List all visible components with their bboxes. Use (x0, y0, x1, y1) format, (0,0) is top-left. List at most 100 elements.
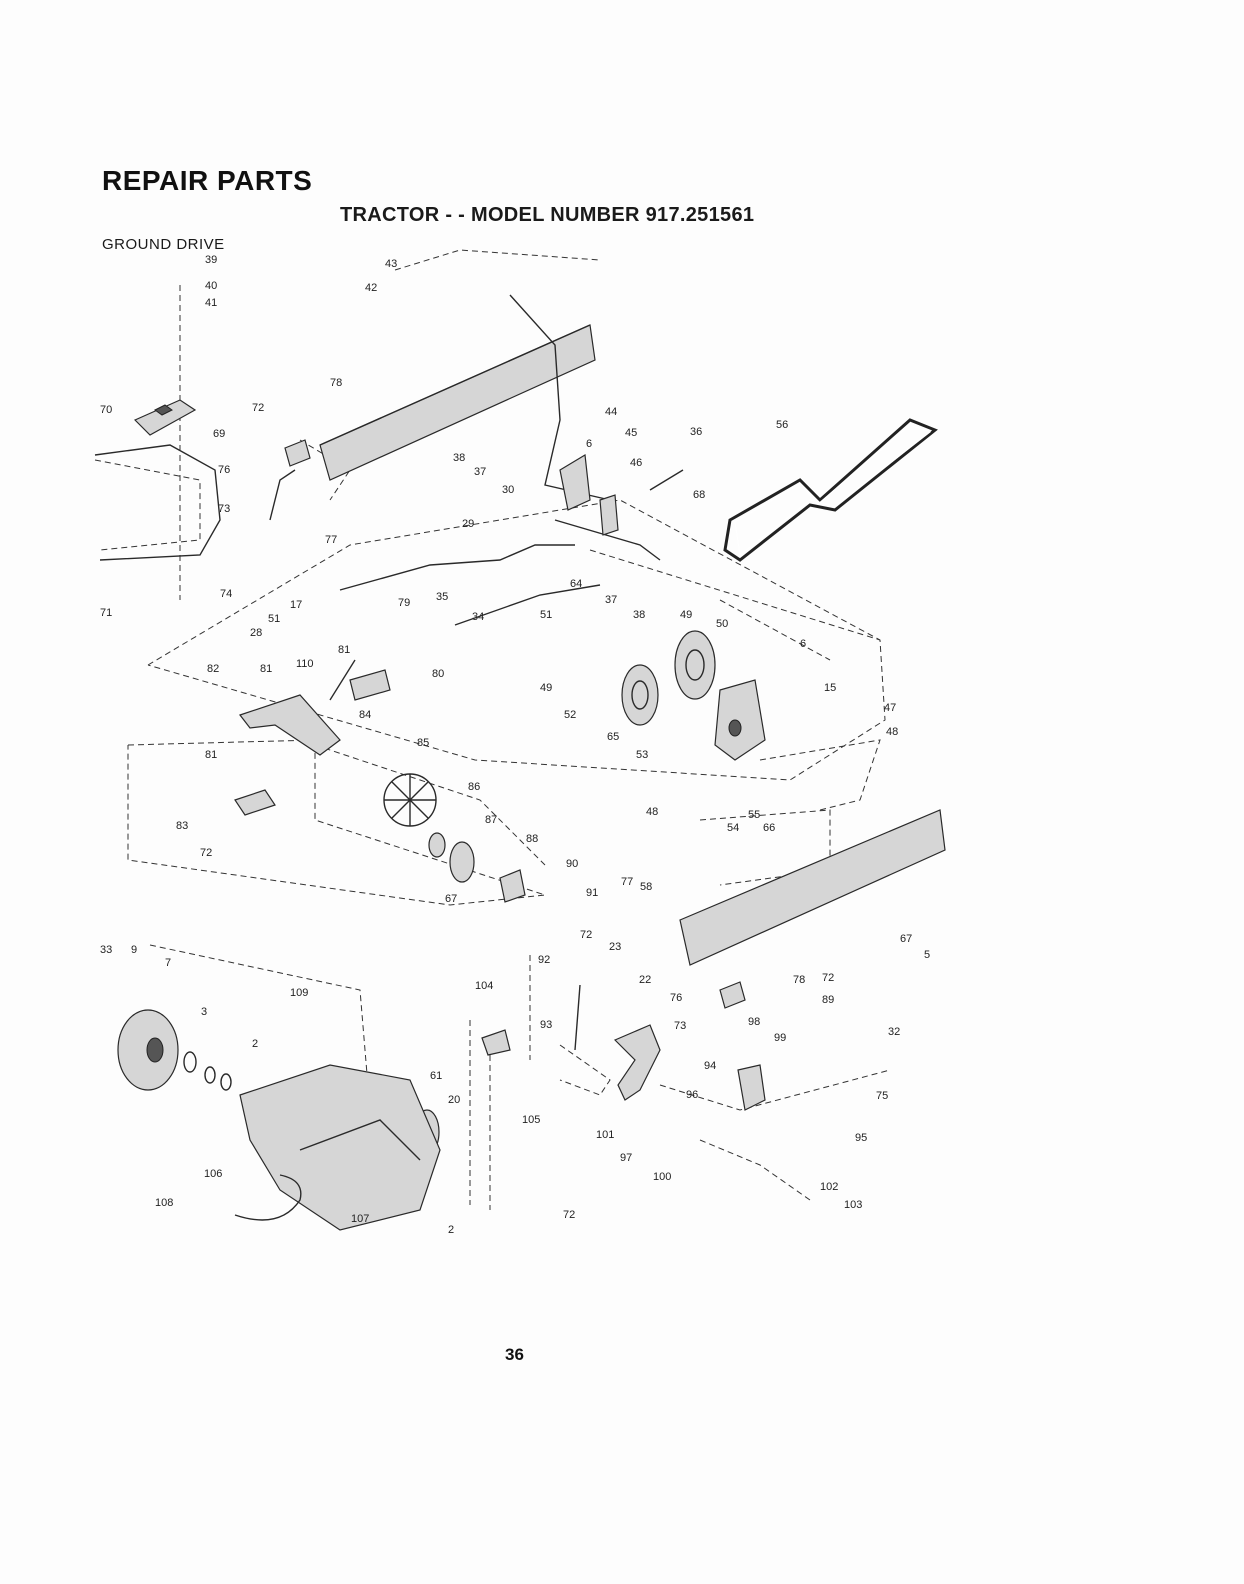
callout-72: 72 (200, 847, 212, 859)
callout-105: 105 (522, 1114, 540, 1126)
bracket-83 (234, 789, 276, 816)
callout-2: 2 (252, 1038, 258, 1050)
lever-82 (239, 694, 341, 756)
callout-80: 80 (432, 668, 444, 680)
bracket-104 (481, 1029, 511, 1056)
idler-pulley-52 (621, 664, 659, 726)
idler-bracket (714, 679, 766, 761)
callout-30: 30 (502, 484, 514, 496)
callout-17: 17 (290, 599, 302, 611)
callout-22: 22 (639, 974, 651, 986)
callout-101: 101 (596, 1129, 614, 1141)
callout-77: 77 (621, 876, 633, 888)
callout-20: 20 (448, 1094, 460, 1106)
hood-outline (94, 444, 221, 561)
hose-107 (234, 1174, 302, 1221)
callout-66: 66 (763, 822, 775, 834)
callout-76: 76 (670, 992, 682, 1004)
callout-23: 23 (609, 941, 621, 953)
callout-49: 49 (680, 609, 692, 621)
callout-43: 43 (385, 258, 397, 270)
callout-72: 72 (563, 1209, 575, 1221)
clutch-brake-pedal (133, 399, 197, 436)
callout-9: 9 (131, 944, 137, 956)
shift-lever-94 (613, 1024, 661, 1101)
callout-15: 15 (824, 682, 836, 694)
callout-92: 92 (538, 954, 550, 966)
callout-67: 67 (900, 933, 912, 945)
callout-36: 36 (690, 426, 702, 438)
group-outlines (94, 249, 891, 1210)
axle-washers (183, 1051, 232, 1091)
callout-87: 87 (485, 814, 497, 826)
callout-48: 48 (646, 806, 658, 818)
callout-71: 71 (100, 607, 112, 619)
callout-28: 28 (250, 627, 262, 639)
callout-32: 32 (888, 1026, 900, 1038)
callout-95: 95 (855, 1132, 867, 1144)
callout-35: 35 (436, 591, 448, 603)
callout-44: 44 (605, 406, 617, 418)
callout-100: 100 (653, 1171, 671, 1183)
callout-55: 55 (748, 809, 760, 821)
callout-96: 96 (686, 1089, 698, 1101)
callout-97: 97 (620, 1152, 632, 1164)
callout-83: 83 (176, 820, 188, 832)
callout-81: 81 (205, 749, 217, 761)
bracket-6 (559, 454, 619, 536)
bracket-90 (499, 869, 526, 903)
callout-38: 38 (633, 609, 645, 621)
drive-pulley-50 (674, 630, 716, 700)
callout-106: 106 (204, 1168, 222, 1180)
section-title: GROUND DRIVE (102, 236, 225, 253)
callout-73: 73 (674, 1020, 686, 1032)
callout-42: 42 (365, 282, 377, 294)
callout-37: 37 (474, 466, 486, 478)
linkage-rods (269, 294, 661, 701)
callout-110: 110 (296, 658, 314, 670)
callout-74: 74 (220, 588, 232, 600)
callout-47: 47 (884, 702, 896, 714)
callout-3: 3 (201, 1006, 207, 1018)
callout-102: 102 (820, 1181, 838, 1193)
callout-82: 82 (207, 663, 219, 675)
callout-39: 39 (205, 254, 217, 266)
pulley-87 (428, 832, 446, 858)
bracket-76 (284, 439, 746, 1009)
bracket-98 (737, 1064, 766, 1111)
callout-89: 89 (822, 994, 834, 1006)
callout-77: 77 (325, 534, 337, 546)
callout-29: 29 (462, 518, 474, 530)
model-number-title: TRACTOR - - MODEL NUMBER 917.251561 (340, 204, 755, 226)
fan-86 (383, 773, 437, 827)
callout-68: 68 (693, 489, 705, 501)
callout-6: 6 (586, 438, 592, 450)
callout-6: 6 (800, 638, 806, 650)
callout-76: 76 (218, 464, 230, 476)
callout-72: 72 (252, 402, 264, 414)
callout-51: 51 (540, 609, 552, 621)
callout-78: 78 (793, 974, 805, 986)
callout-46: 46 (630, 457, 642, 469)
shift-rod-93 (574, 984, 581, 1051)
callout-104: 104 (475, 980, 493, 992)
callout-75: 75 (876, 1090, 888, 1102)
callout-108: 108 (155, 1197, 173, 1209)
callout-52: 52 (564, 709, 576, 721)
callout-56: 56 (776, 419, 788, 431)
callout-48: 48 (886, 726, 898, 738)
callout-86: 86 (468, 781, 480, 793)
callout-99: 99 (774, 1032, 786, 1044)
callout-94: 94 (704, 1060, 716, 1072)
callout-61: 61 (430, 1070, 442, 1082)
callout-90: 90 (566, 858, 578, 870)
callout-98: 98 (748, 1016, 760, 1028)
callout-109: 109 (290, 987, 308, 999)
callout-78: 78 (330, 377, 342, 389)
callout-64: 64 (570, 578, 582, 590)
callout-40: 40 (205, 280, 217, 292)
callout-69: 69 (213, 428, 225, 440)
frame-rail-upper (319, 324, 596, 481)
callout-53: 53 (636, 749, 648, 761)
